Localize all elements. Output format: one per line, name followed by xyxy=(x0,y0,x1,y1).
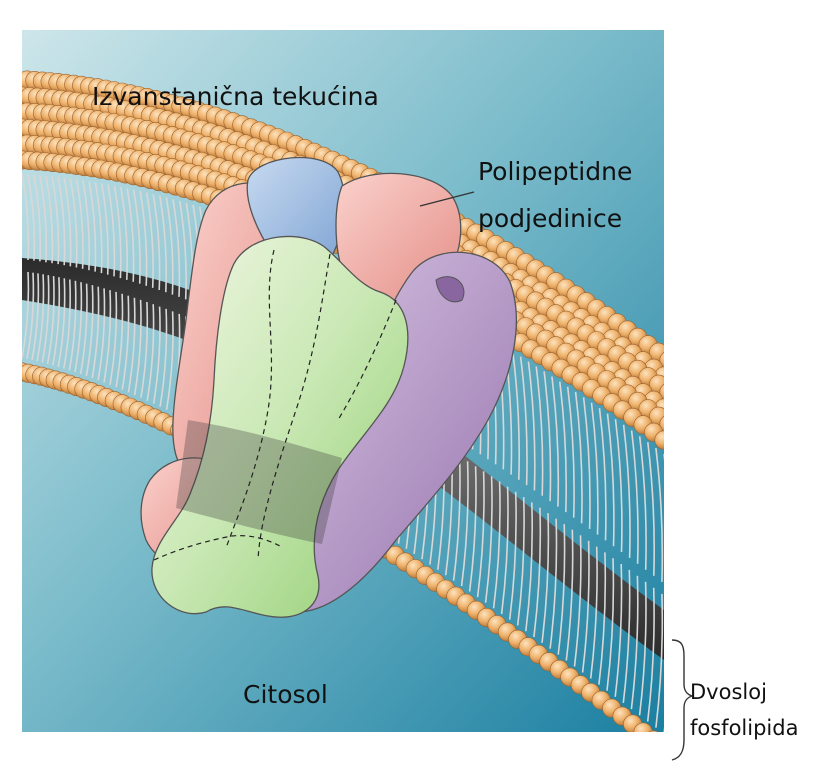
cytosol-label: Citosol xyxy=(243,680,328,709)
bilayer-label-line1: Dvosloj xyxy=(690,674,798,710)
bilayer-label-line2: fosfolipida xyxy=(690,710,798,746)
phospholipid-head xyxy=(655,739,673,757)
bilayer-brace xyxy=(672,640,692,760)
lipid-tail xyxy=(664,454,670,588)
phospholipid-bilayer-label: Dvosloj fosfolipida xyxy=(690,674,798,746)
phospholipid-head xyxy=(644,731,662,749)
extracellular-fluid-label: Izvanstanična tekućina xyxy=(92,82,379,111)
polypeptide-subunits-label: Polipeptidne podjedinice xyxy=(478,148,632,242)
phospholipid-head xyxy=(655,431,673,449)
lipid-tail xyxy=(664,600,670,734)
polypeptide-label-line2: podjedinice xyxy=(478,195,632,242)
polypeptide-label-line1: Polipeptidne xyxy=(478,148,632,195)
